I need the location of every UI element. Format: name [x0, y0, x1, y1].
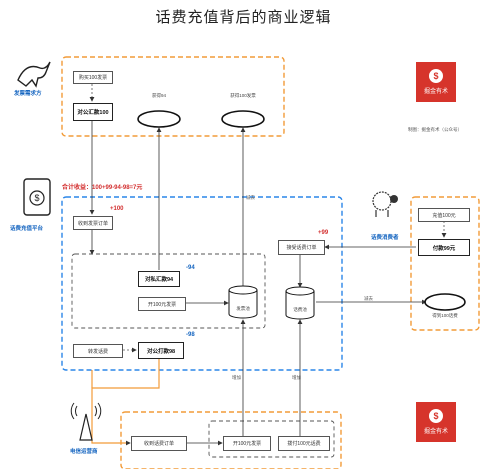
sheep-icon	[372, 191, 398, 217]
platform-container	[61, 196, 343, 371]
add-label-2: 增加	[292, 375, 301, 380]
consumer-container	[410, 196, 480, 331]
consumer-label: 话费消费者	[371, 235, 399, 241]
accept-order-box: 接受话费订单	[278, 240, 325, 255]
receive-invoice-order-box: 收到发票订单	[73, 216, 113, 230]
invoice-buyer-container	[61, 56, 285, 137]
invoice-pool-label: 发票池	[236, 306, 250, 311]
get-bill-node	[424, 293, 466, 311]
pay99-box: 付款99元	[418, 239, 470, 256]
brand-credit: 制图：掘金有术（公众号）	[408, 127, 462, 132]
minus94-label: -94	[186, 265, 195, 271]
minus98-label: -98	[186, 332, 195, 338]
platform-inner-container	[71, 253, 266, 329]
page-title: 话费充值背后的商业逻辑	[155, 9, 332, 26]
add-label-1: 增加	[232, 375, 241, 380]
bill-pool-cylinder	[285, 286, 315, 320]
pay98-box: 对公打款98	[138, 342, 184, 359]
brand-logo-bottom: $ 掘金有术	[416, 402, 456, 442]
operator-inner-container	[208, 420, 335, 458]
money-bag-icon: $	[429, 69, 443, 83]
brand-name-2: 掘金有术	[423, 428, 448, 435]
buy-invoice-box: 购买100发票	[73, 71, 113, 84]
issue-invoice-box: 开100元发票	[138, 297, 186, 311]
recharge-box: 充值100元	[418, 208, 470, 222]
platform-label: 话费充值平台	[10, 226, 44, 232]
money-bag-icon-2: $	[429, 409, 443, 423]
invoice-pool-cylinder	[228, 285, 258, 319]
bill-pool-label: 话费池	[293, 307, 307, 312]
brand-logo-top: $ 掘金有术	[416, 62, 456, 102]
recharge-bill-box: 拨付100元话费	[278, 436, 330, 451]
reduce-label-1: 减去	[246, 195, 255, 200]
get-bill-label: 得到100话费	[432, 313, 458, 318]
plus100-label: +100	[110, 206, 124, 212]
operator-container	[120, 411, 342, 469]
operator-label: 电信运营商	[70, 449, 98, 455]
reduce-label-2: 减去	[364, 296, 373, 301]
tower-icon	[70, 402, 102, 441]
operator-issue-invoice-box: 开100元发票	[223, 436, 271, 451]
pay-corporate-box: 对公汇款100	[73, 103, 113, 121]
bull-icon	[17, 61, 51, 88]
get-invoice-label: 获得100发票	[230, 93, 256, 98]
get-invoice-node	[221, 110, 265, 128]
invoice-buyer-label: 发票需求方	[14, 91, 42, 97]
send-bill-box: 转发话费	[73, 344, 123, 358]
receive-order-box: 收到话费订单	[131, 436, 187, 451]
phone-icon: $	[23, 178, 51, 216]
svg-text:$: $	[34, 193, 39, 203]
get94-node	[137, 110, 181, 128]
plus99-label: +99	[318, 230, 329, 236]
get94-label: 获得94	[151, 93, 166, 98]
brand-name: 掘金有术	[423, 88, 448, 95]
profit-summary: 合计收益：100+99-94-98=7元	[62, 185, 143, 191]
pay94-box: 对私汇款94	[138, 271, 180, 287]
